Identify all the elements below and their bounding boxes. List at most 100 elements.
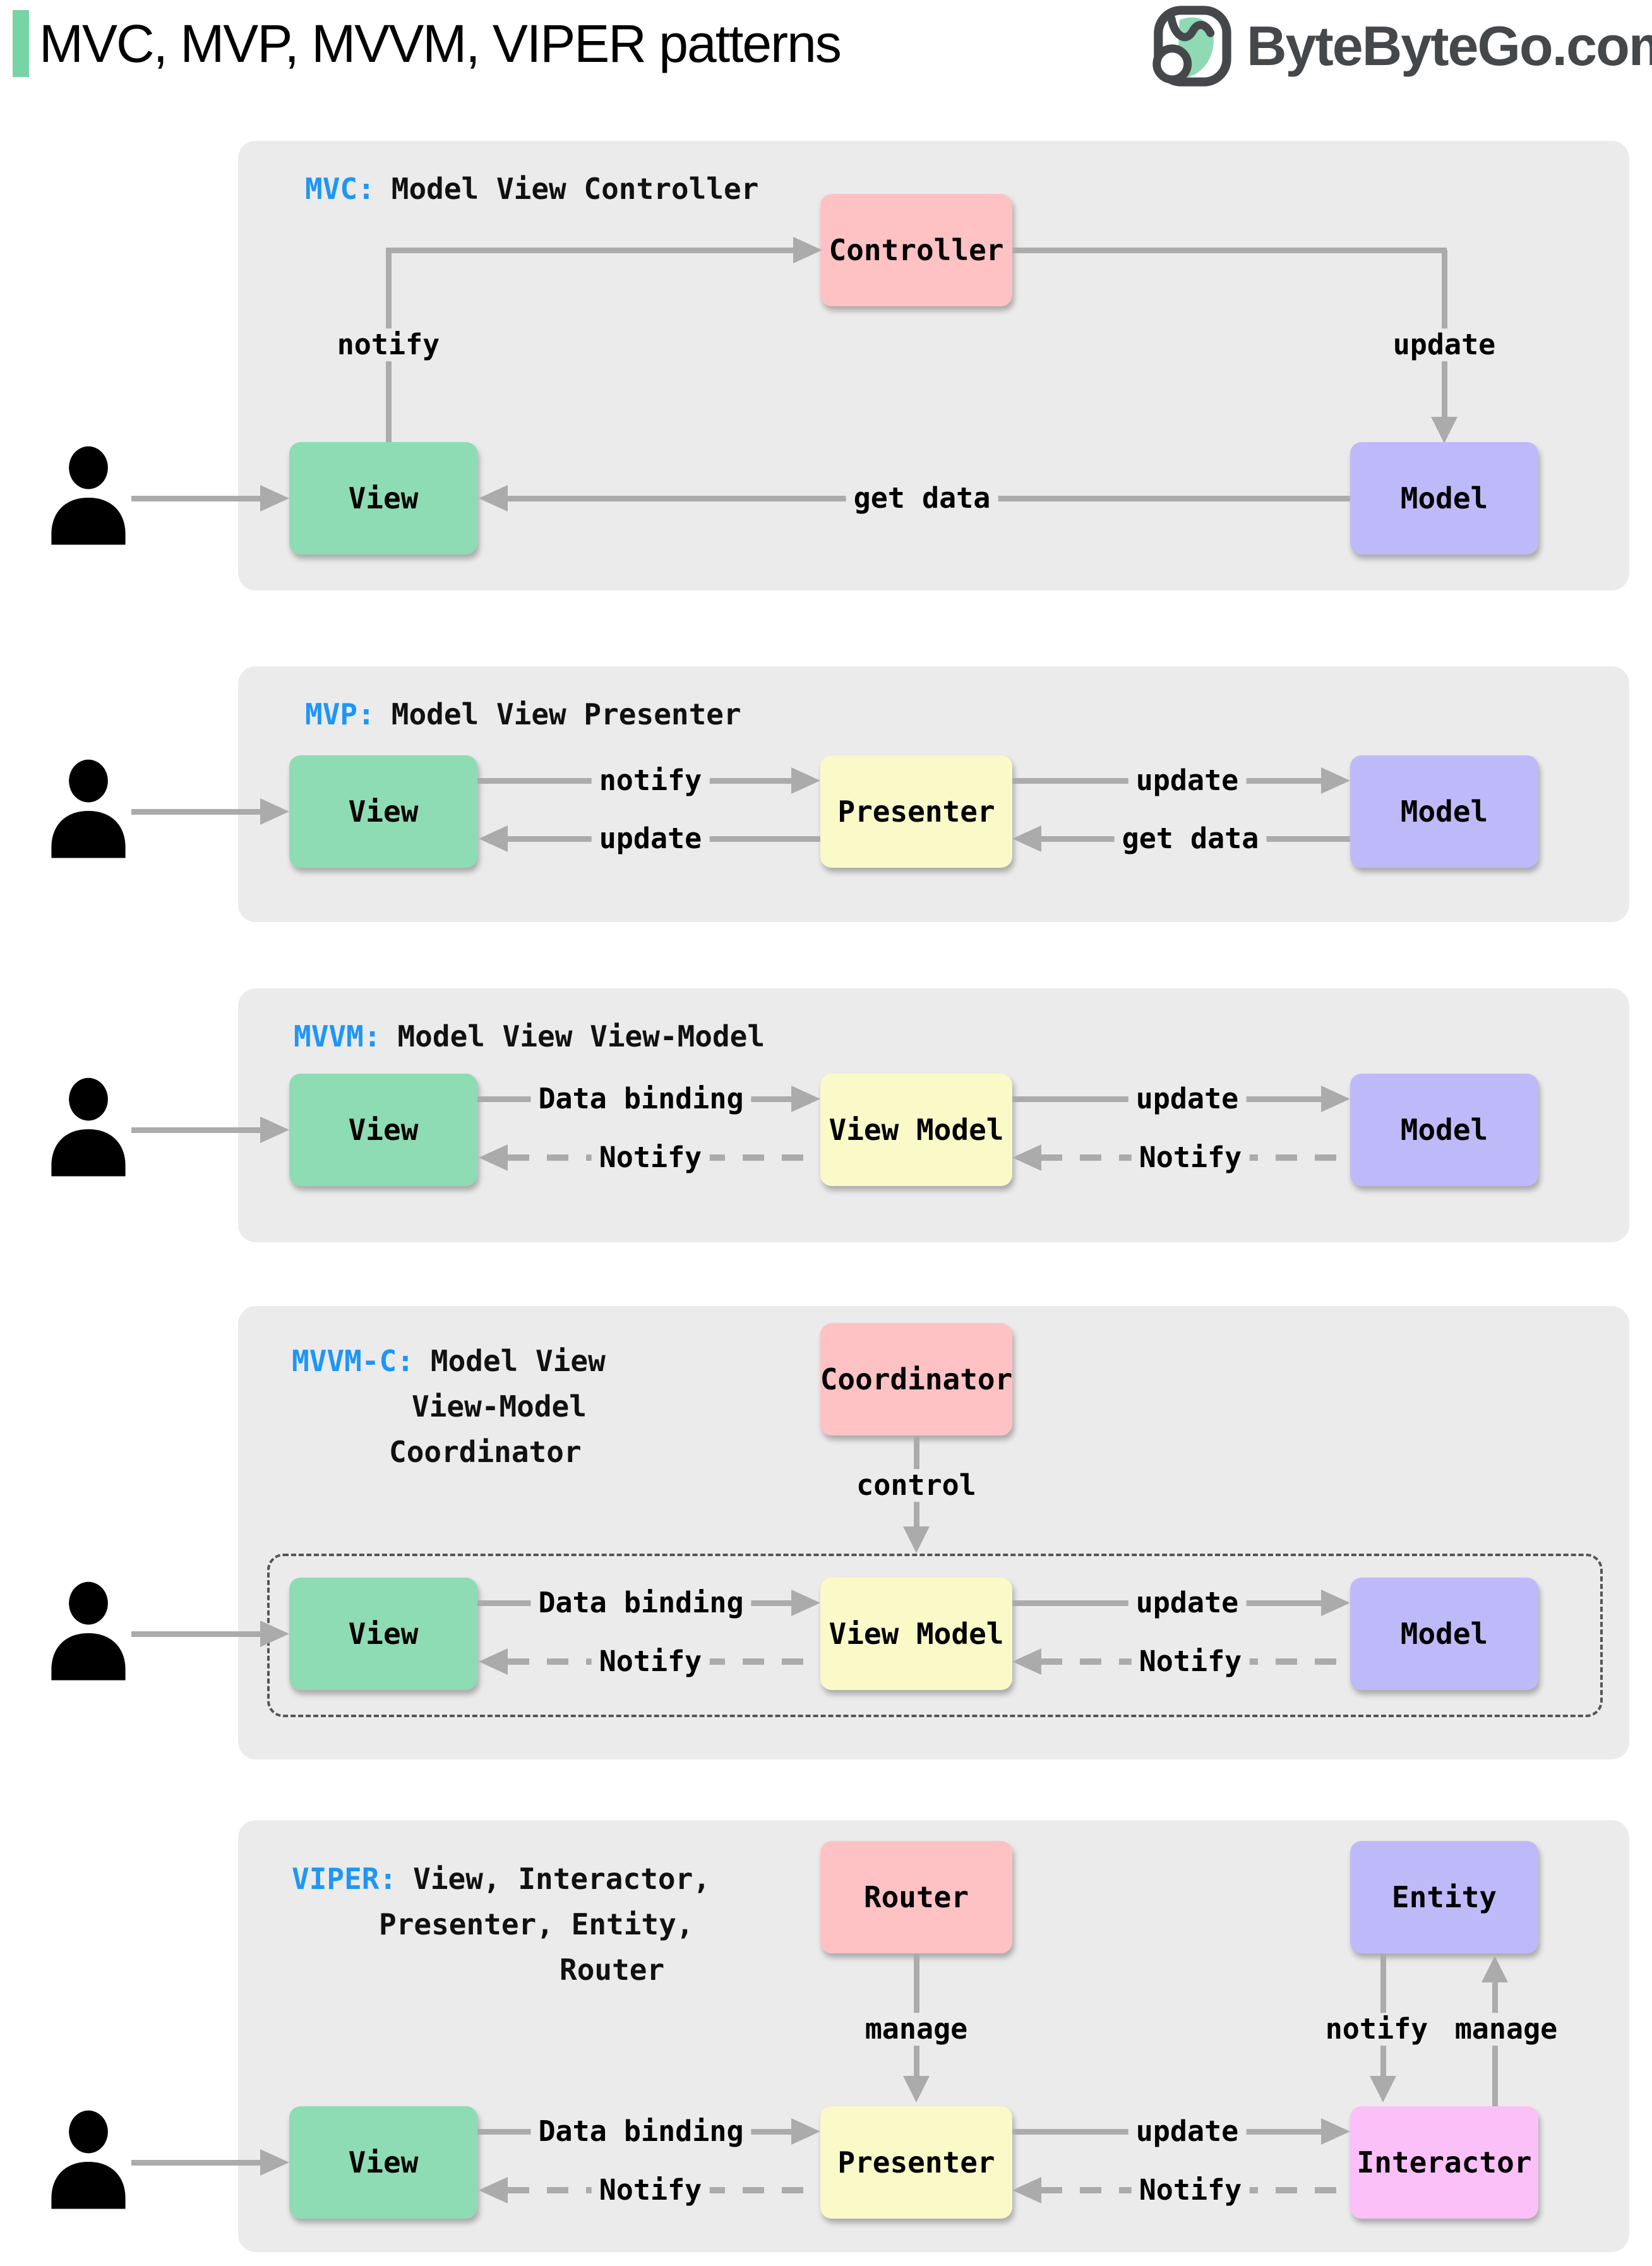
edge-mvc-user-line (131, 496, 263, 501)
box-mvvm-view: View (289, 1074, 477, 1186)
panel-mvvm-label: MVVM: Model View View-Model (294, 1022, 765, 1051)
edge-viper-databinding-arrowhead (791, 2118, 820, 2145)
edge-viper-databinding-label: Data binding (530, 2115, 751, 2148)
edge-viper-update-label: update (1128, 2115, 1247, 2148)
brand-text: ByteByteGo.com (1247, 15, 1652, 77)
panel-viper-label-line1: VIPER: View, Interactor, (292, 1864, 710, 1893)
edge-mvvm-update-label: update (1128, 1082, 1247, 1115)
edge-mvvmc-control-arrowhead (903, 1526, 930, 1553)
panel-mvvmc-label-line2: View-Model (412, 1389, 587, 1424)
box-mvvmc-view: View (289, 1578, 477, 1690)
edge-viper-manage-entity-arrowhead (1481, 1956, 1508, 1982)
edge-mvp-update-top-label: update (1128, 764, 1247, 797)
edge-mvvmc-update-label: update (1128, 1586, 1247, 1619)
panel-mvp-abbr: MVP: (305, 697, 375, 731)
edge-mvc-update-arrowhead (1431, 417, 1457, 443)
edge-viper-manage-entity-label: manage (1447, 2013, 1565, 2046)
edge-mvp-user-arrowhead (260, 798, 289, 825)
box-mvvmc-coordinator: Coordinator (820, 1323, 1012, 1436)
edge-mvvm-databinding-label: Data binding (530, 1082, 751, 1115)
panel-mvp-title: Model View Presenter (391, 697, 741, 731)
edge-viper-notify-left-label: Notify (591, 2174, 710, 2207)
panel-mvc-abbr: MVC: (305, 172, 375, 206)
person-icon (51, 1581, 126, 1681)
edge-mvvm-notify-right-arrowhead (1012, 1144, 1041, 1171)
edge-viper-notify-right-label: Notify (1131, 2174, 1250, 2207)
edge-mvvmc-user-line (131, 1631, 263, 1637)
box-mvp-view: View (289, 755, 477, 868)
edge-mvp-update-bottom-label: update (591, 822, 710, 855)
edge-mvvmc-control-label: control (849, 1469, 984, 1502)
edge-viper-notify-right-arrowhead (1012, 2177, 1041, 2203)
panel-mvvmc-label-line3: Coordinator (389, 1435, 582, 1469)
edge-mvvm-notify-right-label: Notify (1131, 1141, 1250, 1174)
edge-mvc-notify-arrowhead (793, 237, 822, 263)
edge-mvvmc-update-arrowhead (1321, 1590, 1350, 1616)
panel-mvvm-title: Model View View-Model (397, 1019, 765, 1053)
edge-viper-manage-router-label: manage (857, 2013, 976, 2046)
panel-viper-label-line3: Router (560, 1953, 665, 1987)
edge-mvvmc-notify-right-arrowhead (1012, 1648, 1041, 1675)
edge-mvp-getdata-arrowhead (1012, 825, 1041, 852)
box-mvvmc-viewmodel: View Model (820, 1578, 1012, 1690)
box-mvp-model: Model (1350, 755, 1538, 868)
box-viper-presenter: Presenter (820, 2106, 1012, 2219)
edge-mvvm-notify-left-label: Notify (591, 1141, 710, 1174)
panel-mvvmc-title-line1: Model View (430, 1344, 606, 1378)
box-mvc-controller: Controller (820, 194, 1012, 306)
edge-mvvm-update-arrowhead (1321, 1086, 1350, 1112)
panel-mvvm-abbr: MVVM: (294, 1019, 381, 1053)
edge-mvc-getdata-label: get data (846, 482, 998, 515)
edge-mvc-update-line-h (1012, 248, 1447, 253)
edge-mvc-getdata-arrowhead (479, 485, 508, 512)
box-mvvm-model: Model (1350, 1074, 1538, 1186)
box-mvp-presenter: Presenter (820, 755, 1012, 868)
edge-mvp-notify-arrowhead (791, 767, 820, 794)
edge-viper-user-arrowhead (260, 2149, 289, 2176)
box-mvvm-viewmodel: View Model (820, 1074, 1012, 1186)
panel-mvp-label: MVP: Model View Presenter (305, 700, 741, 729)
edge-mvvm-user-arrowhead (260, 1117, 289, 1143)
person-icon (51, 446, 126, 545)
panel-viper-title-line1: View, Interactor, (413, 1862, 710, 1896)
brand-logo: ByteByteGo.com (1152, 3, 1652, 90)
panel-mvvmc-abbr: MVVM-C: (292, 1344, 414, 1378)
edge-viper-notify-entity-label: notify (1317, 2013, 1436, 2046)
box-mvc-model: Model (1350, 442, 1538, 555)
edge-viper-notify-entity-arrowhead (1370, 2076, 1396, 2102)
person-icon (51, 2110, 126, 2209)
edge-mvvmc-user-arrowhead (260, 1621, 289, 1647)
person-icon (51, 1077, 126, 1177)
edge-mvvm-notify-left-arrowhead (479, 1144, 508, 1171)
edge-mvvm-user-line (131, 1127, 263, 1133)
edge-mvc-notify-line-h (386, 248, 793, 253)
person-icon (51, 759, 126, 858)
edge-mvvmc-notify-right-label: Notify (1131, 1645, 1250, 1678)
edge-mvp-update-top-arrowhead (1321, 767, 1350, 794)
edge-mvvmc-databinding-arrowhead (791, 1590, 820, 1616)
edge-mvc-update-label: update (1385, 328, 1504, 361)
edge-mvp-update-bottom-arrowhead (479, 825, 508, 852)
box-viper-interactor: Interactor (1350, 2106, 1538, 2219)
box-mvvmc-model: Model (1350, 1578, 1538, 1690)
edge-viper-update-arrowhead (1321, 2118, 1350, 2145)
edge-mvp-user-line (131, 809, 263, 815)
box-viper-router: Router (820, 1841, 1012, 1953)
panel-mvc-label: MVC: Model View Controller (305, 174, 758, 203)
panel-mvc-title: Model View Controller (391, 172, 759, 206)
edge-mvvm-databinding-arrowhead (791, 1086, 820, 1112)
edge-viper-notify-left-arrowhead (479, 2177, 508, 2203)
panel-viper-abbr: VIPER: (292, 1862, 397, 1896)
panel-viper-label-line2: Presenter, Entity, (379, 1907, 694, 1941)
edge-mvc-notify-label: notify (329, 328, 448, 361)
box-viper-entity: Entity (1350, 1841, 1538, 1953)
box-viper-view: View (289, 2106, 477, 2219)
edge-mvp-getdata-label: get data (1114, 822, 1267, 855)
edge-mvvmc-notify-left-arrowhead (479, 1648, 508, 1675)
edge-mvc-user-arrowhead (260, 485, 289, 512)
edge-viper-manage-router-arrowhead (903, 2076, 930, 2102)
edge-mvvmc-databinding-label: Data binding (530, 1586, 751, 1619)
box-mvc-view: View (289, 442, 477, 555)
edge-mvvmc-notify-left-label: Notify (591, 1645, 710, 1678)
